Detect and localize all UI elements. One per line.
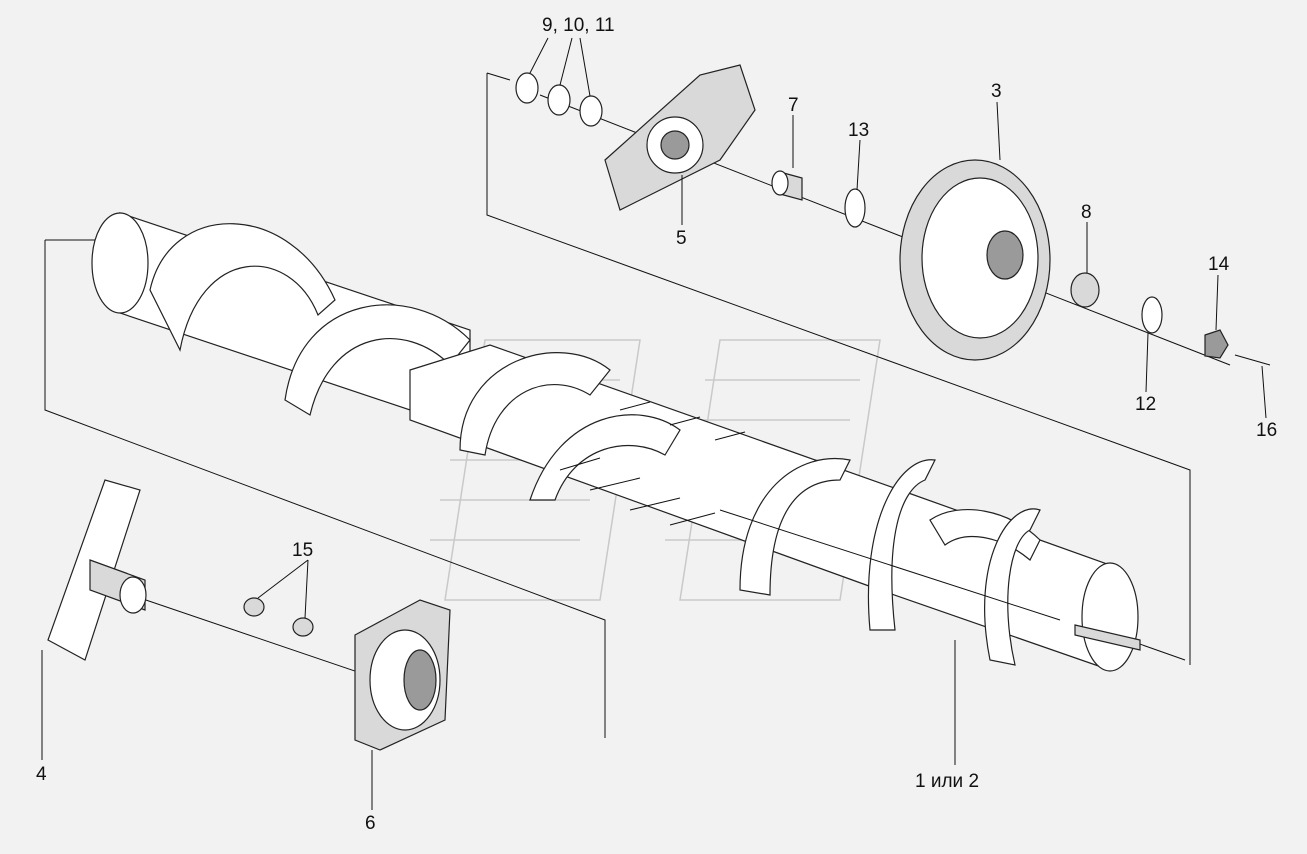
callout-14: 14: [1208, 254, 1230, 275]
leader-lines: [41, 37, 1267, 810]
callout-7: 7: [788, 95, 799, 116]
callout-12: 12: [1135, 394, 1156, 415]
seal-rings-9-10-11: [515, 72, 603, 127]
sprocket-part-3: [899, 159, 1051, 361]
bearing-housing-part-6: [354, 599, 451, 751]
assembly-frame-lines: [44, 72, 1191, 738]
flange-housing-part-5: [604, 64, 756, 211]
ring-part-12: [1141, 296, 1163, 334]
ring-part-13: [844, 188, 866, 228]
callout-9-10-11: 9, 10, 11: [542, 15, 615, 36]
bracket-part-4: [47, 479, 147, 661]
nut-part-14: [1204, 329, 1229, 359]
callout-16: 16: [1256, 420, 1277, 441]
callout-13: 13: [848, 120, 869, 141]
callout-15: 15: [292, 540, 313, 561]
callout-3: 3: [991, 81, 1002, 102]
callout-8: 8: [1081, 202, 1092, 223]
nuts-part-15: [243, 597, 314, 637]
auger-fingers: [559, 401, 746, 526]
callout-1-or-2: 1 или 2: [915, 771, 979, 792]
callout-6: 6: [365, 813, 376, 834]
callout-4: 4: [36, 764, 47, 785]
callout-5: 5: [676, 228, 687, 249]
cotter-pin-part-16: [1234, 354, 1271, 366]
washer-part-8: [1070, 272, 1100, 308]
auger-drum: [91, 212, 1141, 672]
callout-labels: 9, 10, 11 7 13 3 5 8 14 12 16 15 4 6 1 и…: [36, 15, 1277, 834]
bushing-part-7: [771, 170, 803, 201]
